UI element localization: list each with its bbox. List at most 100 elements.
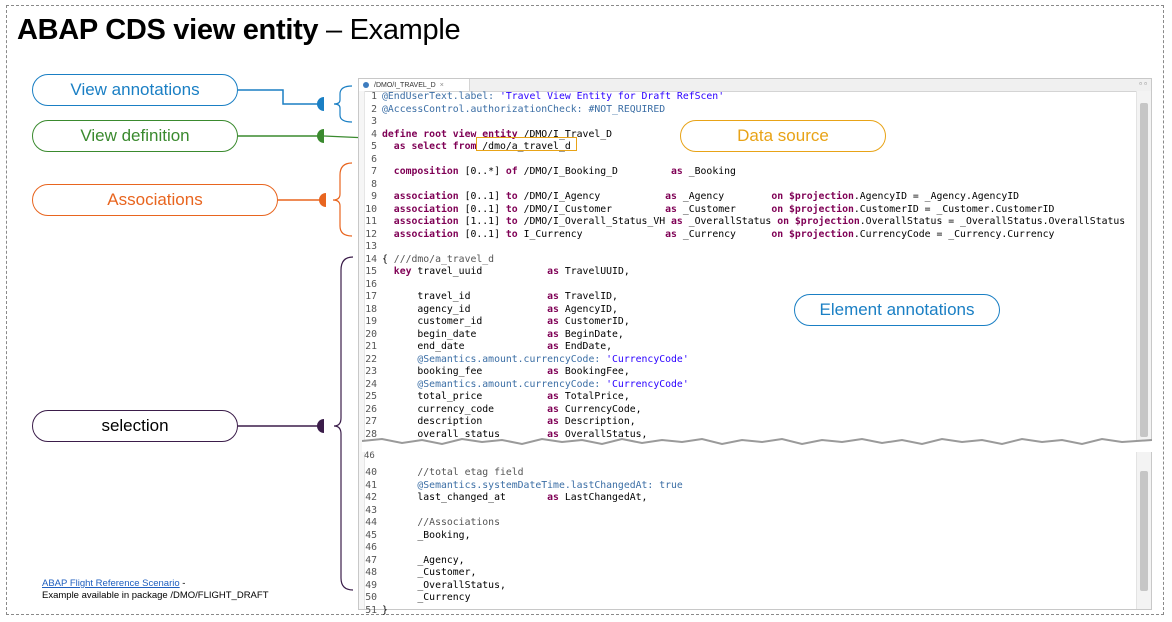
code-line[interactable]: 16 bbox=[359, 279, 382, 292]
code-token: begin_date bbox=[382, 328, 548, 340]
code-line[interactable]: 3 bbox=[359, 116, 382, 129]
code-token: as bbox=[547, 328, 559, 340]
code-token: .AgencyID = _Agency.AgencyID bbox=[853, 191, 1020, 202]
code-line[interactable]: 44 //Associations bbox=[359, 517, 500, 530]
code-token: _OverallStatus, bbox=[382, 579, 506, 591]
line-number: 8 bbox=[371, 178, 377, 190]
editor-tab-bar: /DMO/I_TRAVEL_D × ▫ ▫ bbox=[359, 79, 1151, 92]
code-token: Description, bbox=[558, 416, 636, 427]
code-token: OverallStatus, bbox=[558, 428, 648, 440]
code-line[interactable]: 28 overall_status as OverallStatus, bbox=[359, 429, 647, 442]
code-token: define root view entity bbox=[382, 128, 518, 140]
code-line[interactable]: 10 association [0..1] to /DMO/I_Customer… bbox=[359, 204, 1054, 217]
code-line[interactable]: 1@EndUserText.label: 'Travel View Entity… bbox=[359, 91, 724, 104]
scrollbar-thumb-top[interactable] bbox=[1140, 103, 1148, 437]
code-token: BeginDate, bbox=[558, 328, 624, 340]
title-dash: – bbox=[318, 14, 350, 46]
code-line[interactable]: 42 last_changed_at as LastChangedAt, bbox=[359, 492, 647, 505]
code-token: association bbox=[393, 216, 459, 227]
code-token: to bbox=[505, 228, 518, 240]
code-token: on $projection bbox=[771, 203, 854, 215]
code-token: _OverallStatus bbox=[682, 216, 778, 227]
line-number: 13 bbox=[365, 241, 377, 252]
code-line[interactable]: 2@AccessControl.authorizationCheck: #NOT… bbox=[359, 104, 665, 117]
code-line[interactable]: 5 as select from /dmo/a_travel_d bbox=[359, 141, 571, 154]
code-line[interactable]: 12 association [0..1] to I_Currency as _… bbox=[359, 229, 1054, 242]
code-editor[interactable]: /DMO/I_TRAVEL_D × ▫ ▫ 1@EndUserText.labe… bbox=[358, 78, 1152, 616]
associations-brace bbox=[332, 162, 353, 237]
footer-package-note: Example available in package /DMO/FLIGHT… bbox=[42, 590, 269, 601]
code-token: as bbox=[671, 216, 683, 227]
code-line[interactable]: 11 association [1..1] to /DMO/I_Overall_… bbox=[359, 216, 1125, 229]
code-token: @EndUserText.label: bbox=[382, 91, 500, 102]
line-number: 12 bbox=[365, 228, 377, 240]
line-number: 40 bbox=[365, 467, 377, 478]
vertical-scrollbar[interactable] bbox=[1136, 91, 1151, 609]
code-token: I_Currency bbox=[517, 228, 666, 240]
code-line[interactable]: 40 //total etag field bbox=[359, 467, 523, 480]
line-number: 49 bbox=[365, 579, 377, 591]
data-source-highlight bbox=[476, 137, 577, 151]
code-line[interactable]: 26 currency_code as CurrencyCode, bbox=[359, 403, 641, 417]
code-line[interactable]: 51} bbox=[359, 605, 388, 618]
code-token: TravelID, bbox=[558, 291, 618, 302]
line-number: 28 bbox=[365, 428, 377, 440]
view-definition-callout: View definition bbox=[32, 120, 238, 152]
line-number: 27 bbox=[365, 416, 377, 427]
code-line[interactable]: 49 _OverallStatus, bbox=[359, 580, 506, 593]
code-line[interactable]: 9 association [0..1] to /DMO/I_Agency as… bbox=[359, 191, 1019, 204]
code-token bbox=[382, 354, 417, 365]
code-line[interactable]: 45 _Booking, bbox=[359, 530, 470, 543]
code-line[interactable]: 14{ ///dmo/a_travel_d bbox=[359, 254, 494, 267]
code-line[interactable]: 27 description as Description, bbox=[359, 416, 636, 429]
code-line[interactable]: 22 @Semantics.amount.currencyCode: 'Curr… bbox=[359, 354, 689, 367]
code-token: composition bbox=[393, 166, 459, 177]
code-line[interactable]: 23 booking_fee as BookingFee, bbox=[359, 366, 630, 379]
code-token: association bbox=[393, 203, 459, 215]
code-line[interactable]: 7 composition [0..*] of /DMO/I_Booking_D… bbox=[359, 166, 736, 179]
code-token: description bbox=[382, 416, 548, 427]
code-line[interactable]: 47 _Agency, bbox=[359, 554, 464, 568]
window-controls-icon[interactable]: ▫ ▫ bbox=[1139, 79, 1147, 88]
torn-edge bbox=[362, 437, 1152, 452]
code-line[interactable]: 17 travel_id as TravelID, bbox=[359, 291, 618, 304]
code-line[interactable]: 18 agency_id as AgencyID, bbox=[359, 304, 618, 317]
code-line[interactable]: 50 _Currency bbox=[359, 592, 470, 605]
code-token: @AccessControl.authorizationCheck: #NOT_… bbox=[382, 103, 666, 115]
code-line[interactable]: 25 total_price as TotalPrice, bbox=[359, 391, 630, 404]
code-line[interactable]: 41 @Semantics.systemDateTime.lastChanged… bbox=[359, 480, 683, 493]
code-token: CustomerID, bbox=[558, 316, 630, 327]
line-number: 47 bbox=[365, 554, 377, 566]
code-line[interactable]: 43 bbox=[359, 505, 382, 518]
code-line[interactable]: 48 _Customer, bbox=[359, 567, 476, 580]
code-token: [0..1] bbox=[458, 191, 506, 202]
reference-scenario-link[interactable]: ABAP Flight Reference Scenario bbox=[42, 578, 180, 589]
code-token bbox=[382, 480, 417, 491]
code-token: /DMO/I_Overall_Status_VH bbox=[517, 216, 672, 227]
code-line[interactable]: 20 begin_date as BeginDate, bbox=[359, 329, 624, 342]
code-line[interactable]: 46 bbox=[359, 542, 382, 555]
code-line[interactable]: 21 end_date as EndDate, bbox=[359, 341, 612, 354]
line-number: 26 bbox=[365, 403, 377, 415]
code-line[interactable]: 24 @Semantics.amount.currencyCode: 'Curr… bbox=[359, 379, 689, 392]
code-area[interactable]: 1@EndUserText.label: 'Travel View Entity… bbox=[359, 91, 1151, 616]
close-icon[interactable]: × bbox=[439, 81, 444, 89]
code-line[interactable]: 13 bbox=[359, 241, 382, 254]
code-token: as bbox=[547, 291, 559, 302]
editor-tab[interactable]: /DMO/I_TRAVEL_D × bbox=[359, 79, 470, 91]
code-token: _Agency bbox=[676, 191, 772, 202]
title-rest: Example bbox=[349, 14, 461, 46]
line-number: 22 bbox=[365, 353, 377, 365]
code-token: key bbox=[393, 266, 412, 277]
code-token: as bbox=[547, 303, 559, 315]
code-line[interactable]: 6 bbox=[359, 154, 382, 167]
line-number: 48 bbox=[365, 567, 377, 578]
code-line[interactable]: 15 key travel_uuid as TravelUUID, bbox=[359, 266, 630, 279]
scrollbar-thumb-bottom[interactable] bbox=[1140, 471, 1148, 591]
code-token bbox=[382, 517, 417, 528]
code-token: association bbox=[393, 191, 459, 202]
code-token: agency_id bbox=[382, 303, 548, 315]
code-line[interactable]: 8 bbox=[359, 179, 382, 192]
code-line[interactable]: 19 customer_id as CustomerID, bbox=[359, 316, 630, 329]
